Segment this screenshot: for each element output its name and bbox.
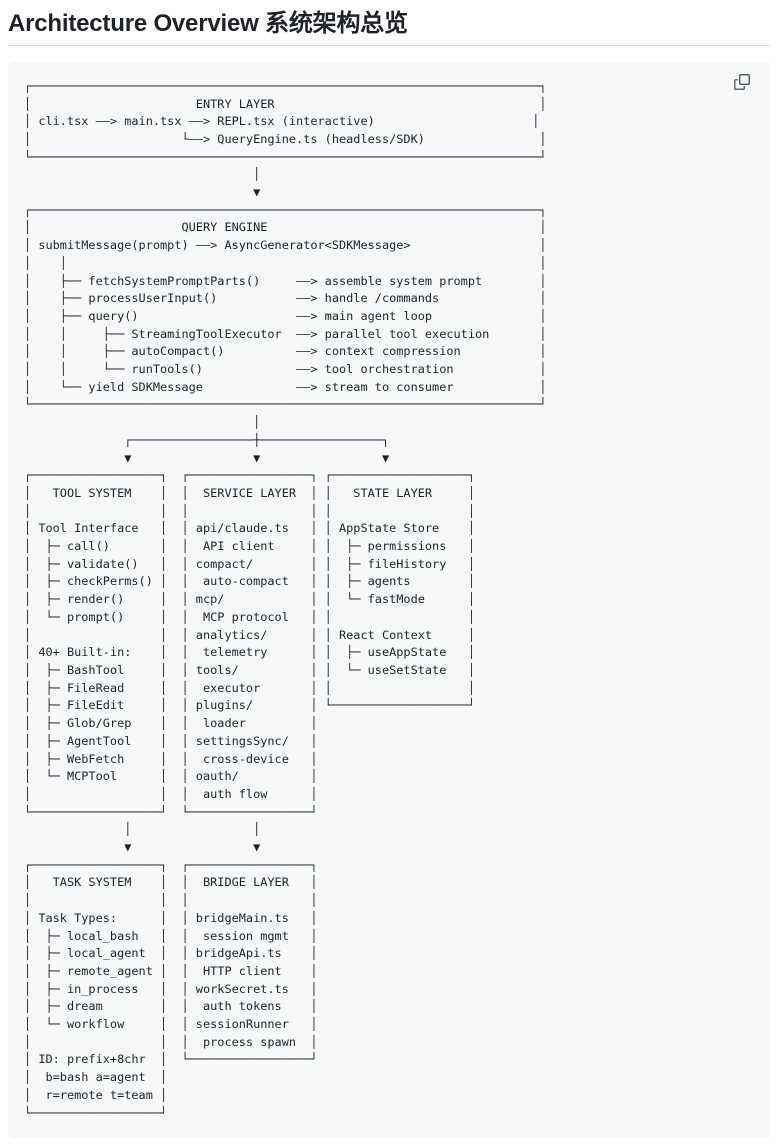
copy-button[interactable] [728, 68, 756, 96]
page-title: Architecture Overview 系统架构总览 [8, 10, 770, 46]
document-page: Architecture Overview 系统架构总览 ┌──────────… [0, 10, 778, 1139]
copy-icon [734, 73, 750, 90]
code-block: ┌───────────────────────────────────────… [8, 61, 770, 1139]
ascii-diagram-code: ┌───────────────────────────────────────… [24, 78, 547, 1120]
ascii-architecture-diagram: ┌───────────────────────────────────────… [8, 62, 770, 1138]
